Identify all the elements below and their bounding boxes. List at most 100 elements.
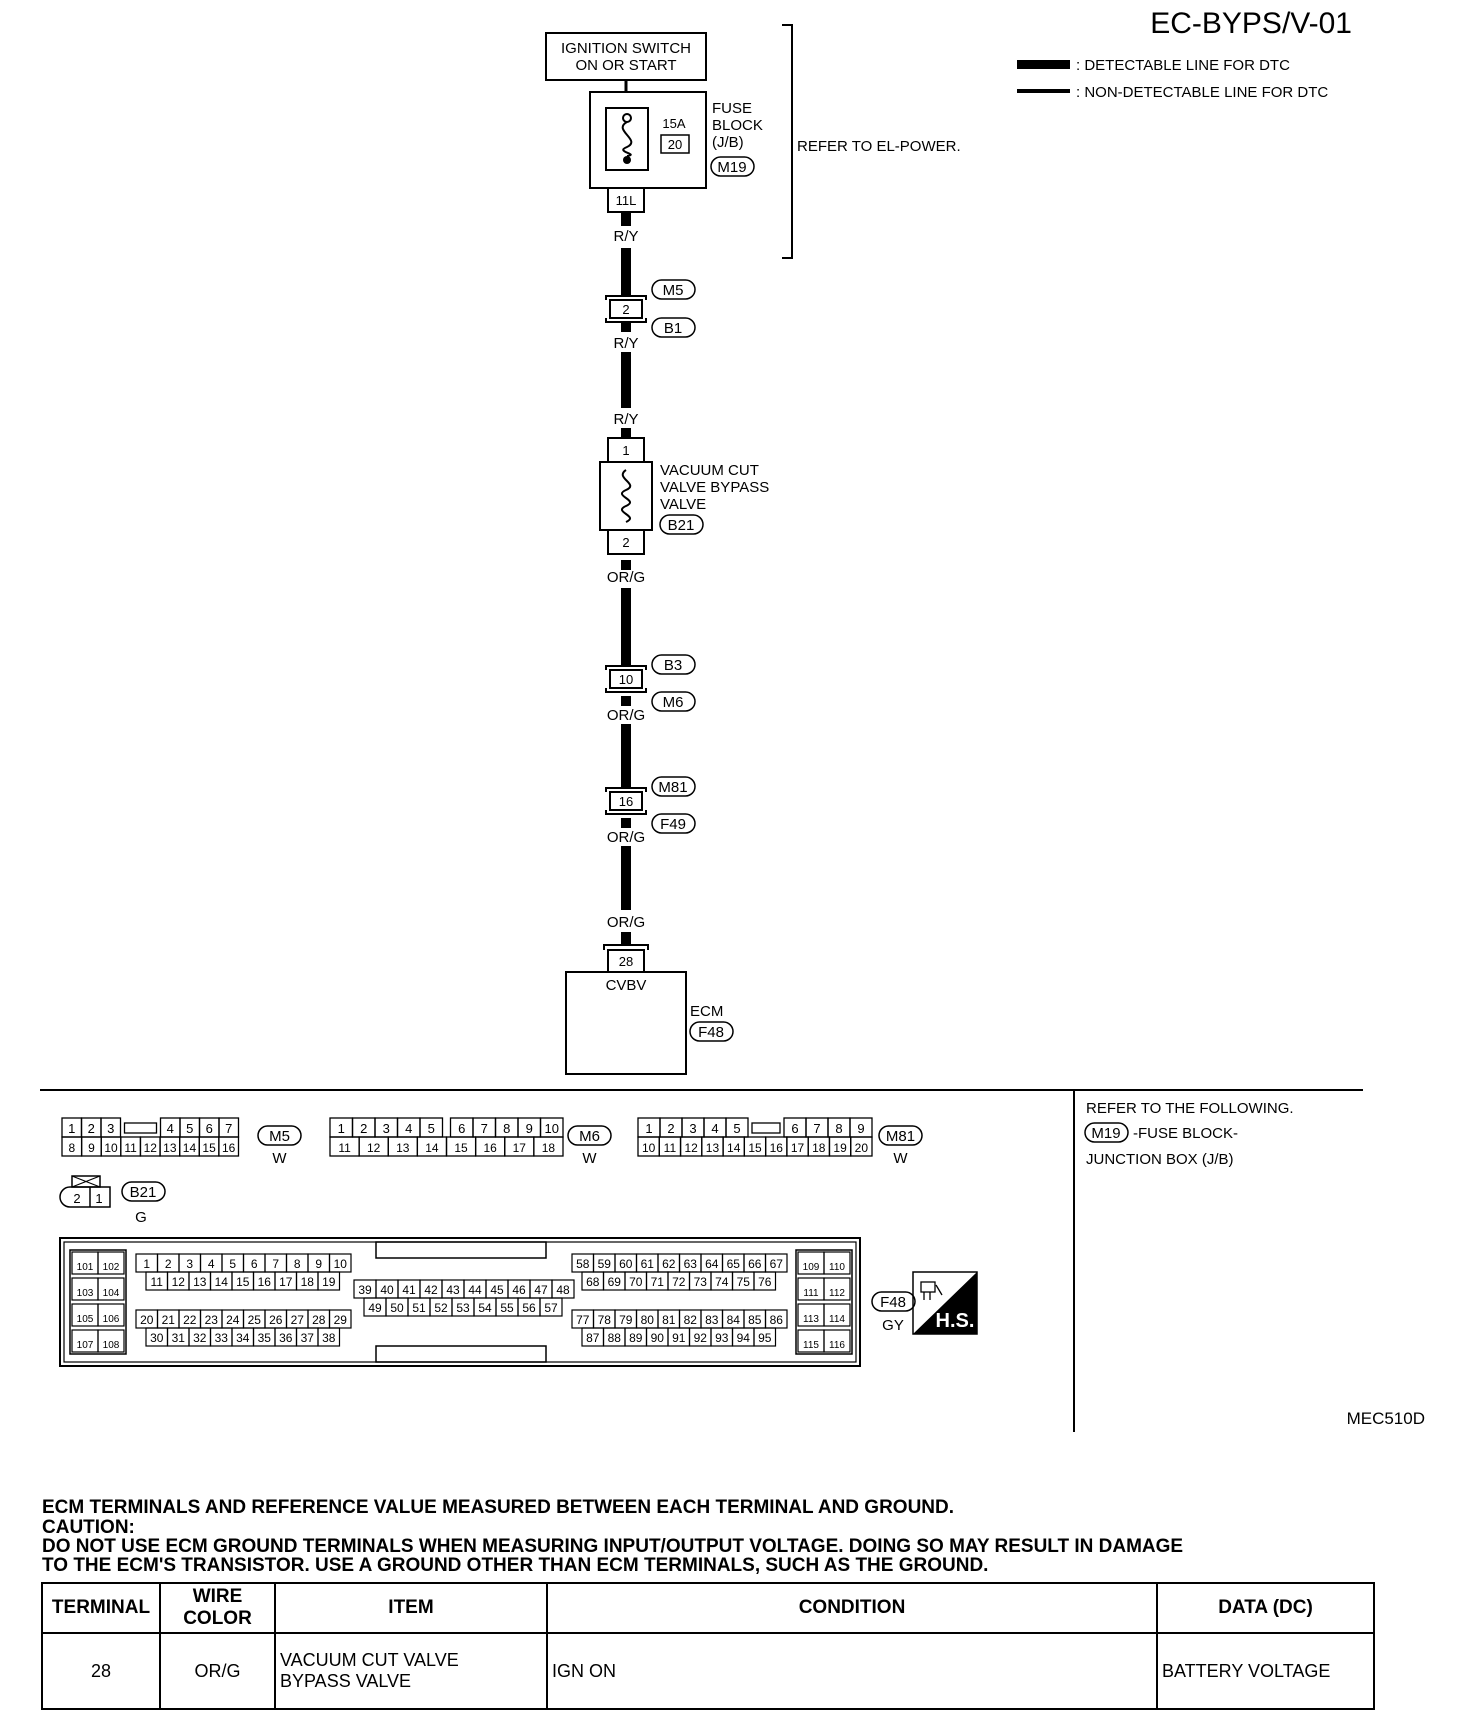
ecm-pin-label: 89	[629, 1331, 643, 1345]
connector-color: W	[893, 1150, 908, 1167]
connector-pin-label: 11	[124, 1141, 137, 1155]
valve-line1: VACUUM CUT	[660, 462, 759, 479]
ecm-pin-label: 5	[229, 1257, 236, 1271]
ecm-cavity	[539, 1297, 563, 1317]
ecm-cavity	[97, 1277, 125, 1301]
ecm-cavity	[97, 1329, 125, 1353]
ecm-pin-label: 113	[803, 1314, 819, 1325]
joint-lower-id: F49	[660, 816, 686, 833]
ecm-pin-label: 33	[215, 1331, 229, 1345]
ecm-pin-label: 77	[576, 1313, 590, 1327]
connector-cavity	[533, 1136, 564, 1157]
ecm-cavity	[823, 1329, 851, 1353]
ecm-cavity	[753, 1271, 777, 1291]
ecm-pin-label: 105	[77, 1314, 94, 1325]
connector-pin-label: 2	[88, 1121, 95, 1136]
connector-pin-label: 15	[202, 1141, 216, 1155]
b21-id: B21	[130, 1184, 157, 1201]
ecm-pin-label: 36	[279, 1331, 293, 1345]
connector-key	[123, 1122, 158, 1134]
joint-upper-id: M81	[658, 779, 687, 796]
ecm-pin-label: 23	[205, 1313, 219, 1327]
ecm-pin-label: 11	[151, 1275, 164, 1289]
connector-pin-label: 8	[68, 1141, 75, 1155]
legend-detectable: : DETECTABLE LINE FOR DTC	[1076, 57, 1290, 74]
ecm-pin-label: 69	[608, 1275, 622, 1289]
ecm-pin-label: 26	[269, 1313, 283, 1327]
ecm-pin-label: 52	[434, 1301, 448, 1315]
connector-pin-label: 9	[857, 1121, 864, 1136]
f48-color: GY	[882, 1317, 904, 1334]
connector-pin-label: 1	[338, 1121, 345, 1136]
ecm-pin-label: 103	[77, 1288, 94, 1299]
joint-connector-b3-m6: 10 B3 M6	[605, 654, 696, 712]
joint-upper-id: B3	[664, 657, 682, 674]
connector-pin-label: 18	[542, 1141, 556, 1155]
connector-pin-label: 6	[206, 1121, 213, 1136]
non-detectable-line-sample	[1017, 89, 1070, 93]
connector-pin-label: 13	[706, 1141, 720, 1155]
ecm-pin-label: 39	[358, 1283, 372, 1297]
wire-color-org-1: OR/G	[607, 569, 645, 586]
ecm-signal: CVBV	[606, 977, 647, 994]
ecm-cavity	[764, 1253, 788, 1273]
joint-connector-m81-f49: 16 M81 F49	[605, 776, 696, 834]
ecm-pin-label: 29	[334, 1313, 348, 1327]
ecm-pin-label: 48	[556, 1283, 570, 1297]
ecm-cavity	[97, 1251, 125, 1275]
fuse-rating: 15A	[662, 116, 685, 131]
ecm-pin-label: 7	[272, 1257, 279, 1271]
refer-following-line1: REFER TO THE FOLLOWING.	[1086, 1100, 1294, 1117]
connector-icon	[920, 1281, 936, 1293]
connector-id-oval	[257, 1125, 302, 1146]
connector-pin-label: 10	[545, 1121, 559, 1136]
ecm-pin-label: 47	[534, 1283, 548, 1297]
header-terminal: TERMINAL	[41, 1582, 161, 1634]
fuse-number: 20	[668, 137, 682, 152]
ecm-pin-label: 93	[715, 1331, 729, 1345]
ecm-pin-label: 75	[737, 1275, 751, 1289]
ecm-pin-label: 43	[446, 1283, 460, 1297]
header-data: DATA (DC)	[1156, 1582, 1375, 1634]
ecm-pin-label: 56	[522, 1301, 536, 1315]
refer-bracket	[782, 24, 793, 259]
refer-following-line3: JUNCTION BOX (J/B)	[1086, 1151, 1234, 1168]
ecm-pin-label: 88	[608, 1331, 622, 1345]
ecm-pin-label: 111	[803, 1288, 819, 1299]
ecm-terminal-table: TERMINAL WIRE COLOR ITEM CONDITION DATA …	[41, 1582, 1375, 1710]
ecm-pin-label: 32	[193, 1331, 207, 1345]
ecm-pin-label: 16	[258, 1275, 272, 1289]
table-header-row: TERMINAL WIRE COLOR ITEM CONDITION DATA …	[41, 1582, 1375, 1634]
connector-pin-label: 16	[222, 1141, 236, 1155]
ecm-pin-label: 83	[705, 1313, 719, 1327]
ecm-pin: 28	[619, 954, 633, 969]
ecm-cavity	[823, 1303, 851, 1327]
ecm-pin-label: 55	[500, 1301, 514, 1315]
joint-upper-id: M5	[663, 282, 684, 299]
connector-pin-label: 12	[685, 1141, 699, 1155]
wire-color-ry-3: R/Y	[613, 411, 638, 428]
ecm-pin-label: 31	[172, 1331, 186, 1345]
ecm-pin-label: 82	[684, 1313, 698, 1327]
ecm-pin-label: 22	[183, 1313, 197, 1327]
fuse-label2: BLOCK	[712, 117, 763, 134]
ecm-cavity	[764, 1309, 788, 1329]
caption-line2: CAUTION:	[42, 1517, 135, 1538]
ecm-cavity	[823, 1277, 851, 1301]
ecm-pin-label: 6	[251, 1257, 258, 1271]
ecm-cavity	[317, 1327, 341, 1347]
ecm-pin-label: 24	[226, 1313, 240, 1327]
ecm-pin-label: 35	[258, 1331, 272, 1345]
connector-pin-label: 3	[383, 1121, 390, 1136]
connector-pin-label: 4	[711, 1121, 718, 1136]
cell-condition: IGN ON	[546, 1632, 1158, 1710]
wire-color-ry-2: R/Y	[613, 335, 638, 352]
wire-color-org-3: OR/G	[607, 829, 645, 846]
connector-pin-label: 7	[813, 1121, 820, 1136]
ecm-pin-label: 49	[368, 1301, 382, 1315]
connector-pin-label: 3	[689, 1121, 696, 1136]
ecm-pin-label: 66	[748, 1257, 762, 1271]
connector-pin-label: 12	[144, 1141, 158, 1155]
connector-pin-label: 16	[770, 1141, 784, 1155]
refer-power: REFER TO EL-POWER.	[797, 138, 961, 155]
